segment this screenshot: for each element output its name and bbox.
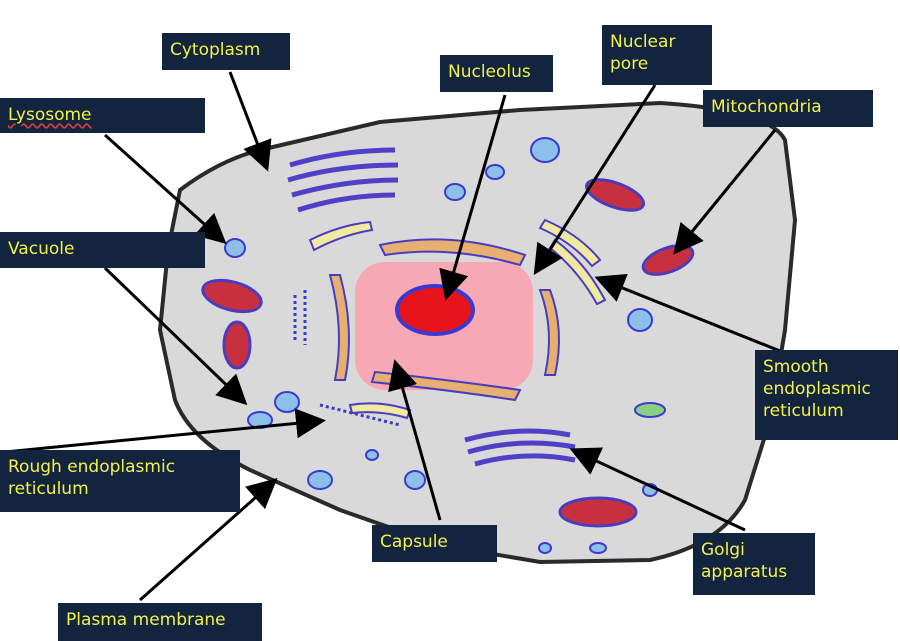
label-plasma-membrane: Plasma membrane [58, 603, 262, 641]
label-golgi: Golgi apparatus [693, 533, 815, 595]
label-mitochondria: Mitochondria [703, 90, 873, 127]
smooth-er [308, 218, 607, 420]
label-smooth-er: Smooth endoplasmic reticulum [755, 350, 898, 440]
label-lysosome: Lysosome [0, 98, 205, 133]
label-cytoplasm: Cytoplasm [162, 33, 290, 70]
label-nucleolus: Nucleolus [440, 55, 553, 92]
rough-er [293, 290, 401, 427]
label-vacuole: Vacuole [0, 232, 205, 268]
golgi-apparatus [287, 147, 576, 467]
label-capsule: Capsule [372, 525, 497, 562]
label-lysosome-text: Lysosome [8, 105, 92, 125]
label-nuclear-pore: Nuclear pore [602, 25, 712, 85]
label-rough-er: Rough endoplasmic reticulum [0, 450, 240, 512]
vacuoles [224, 137, 666, 554]
pointer-arrows [4, 71, 791, 602]
nucleolus [395, 284, 475, 336]
